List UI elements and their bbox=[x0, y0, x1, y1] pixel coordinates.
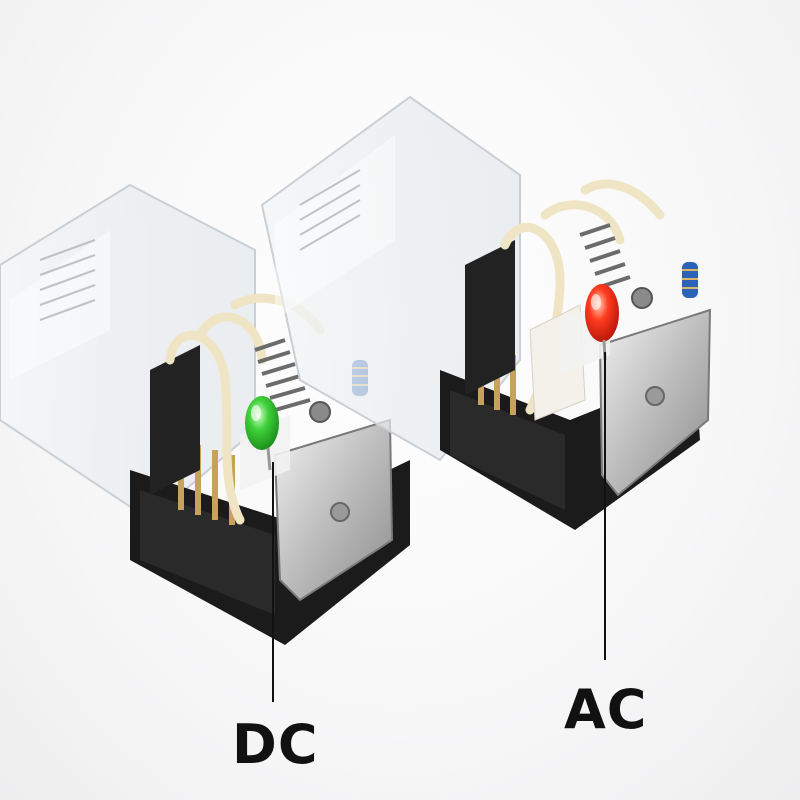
dc-led bbox=[245, 396, 279, 450]
ac-led bbox=[585, 284, 619, 342]
dc-relay bbox=[0, 183, 410, 702]
dc-label: DC bbox=[232, 713, 319, 776]
ac-relay-cover bbox=[260, 95, 521, 462]
ac-label: AC bbox=[564, 678, 648, 741]
ac-relay bbox=[260, 95, 712, 660]
